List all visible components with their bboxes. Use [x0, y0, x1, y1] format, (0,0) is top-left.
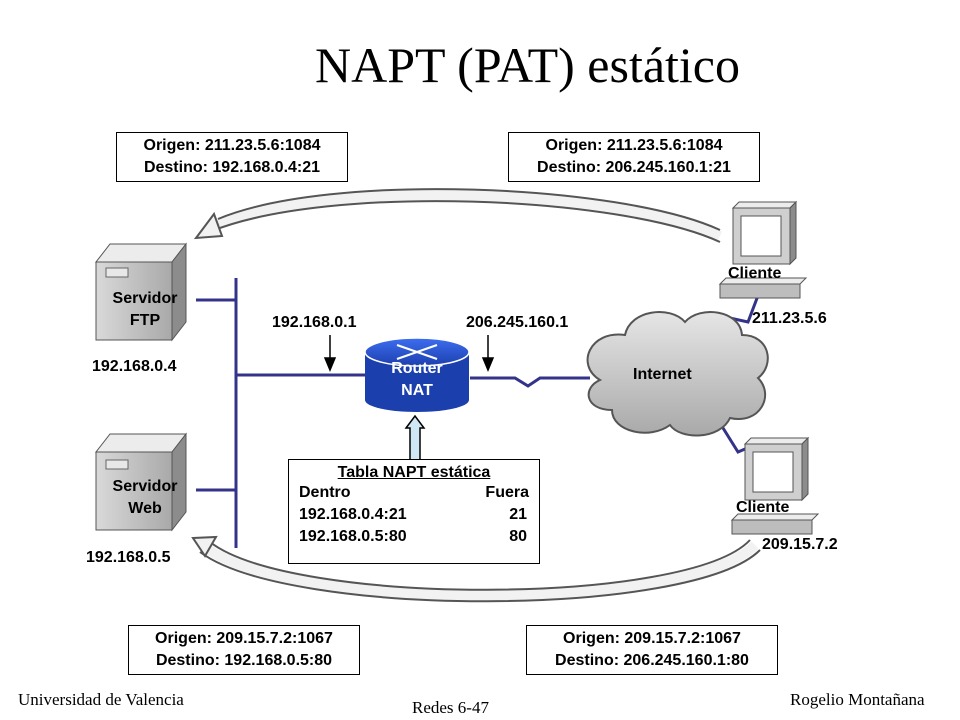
- ftp-server-ip: 192.168.0.4: [92, 358, 177, 375]
- packet-destination: Destino: 206.245.160.1:80: [555, 652, 749, 669]
- client-pc-top-icon: [718, 200, 808, 299]
- ftp-server-name: Servidor FTP: [100, 288, 190, 332]
- packet-box-top-left: Origen: 211.23.5.6:1084 Destino: 192.168…: [116, 132, 348, 182]
- napt-row-inside: 192.168.0.5:80: [299, 528, 407, 545]
- napt-row-inside: 192.168.0.4:21: [299, 506, 407, 523]
- web-server-label-line2: Web: [128, 500, 162, 517]
- client-top-label: Cliente: [728, 265, 782, 282]
- packet-origin: Origen: 211.23.5.6:1084: [545, 137, 723, 154]
- internet-label: Internet: [633, 366, 692, 383]
- client-pc-bottom-icon: [730, 436, 820, 535]
- ftp-server-label-line2: FTP: [129, 312, 161, 329]
- packet-destination: Destino: 206.245.160.1:21: [537, 159, 731, 176]
- router-label-line2: NAT: [401, 382, 433, 399]
- router-outside-ip: 206.245.160.1: [466, 314, 569, 331]
- packet-destination: Destino: 192.168.0.4:21: [143, 159, 321, 176]
- internet-cloud-icon: [586, 311, 769, 437]
- napt-table-header: Dentro Fuera: [289, 482, 539, 504]
- client-bottom-ip: 209.15.7.2: [762, 536, 838, 553]
- napt-row-outside: 80: [509, 528, 527, 545]
- ftp-server-icon: [94, 242, 188, 342]
- interface-pointer-outside: [481, 335, 495, 372]
- napt-table-row: 192.168.0.4:21 21: [289, 504, 539, 526]
- napt-header-inside: Dentro: [299, 484, 351, 501]
- flow-arrow-bottom: [191, 535, 761, 603]
- flow-arrow-top: [193, 188, 723, 243]
- router-label-line1: Router: [391, 360, 443, 377]
- web-server-ip: 192.168.0.5: [86, 549, 171, 566]
- client-bottom-label: Cliente: [736, 499, 790, 516]
- router-icon: [364, 337, 470, 412]
- napt-header-outside: Fuera: [485, 484, 529, 501]
- packet-origin: Origen: 209.15.7.2:1067: [155, 630, 333, 647]
- napt-table-title: Tabla NAPT estática: [337, 464, 491, 481]
- packet-origin: Origen: 211.23.5.6:1084: [143, 137, 321, 154]
- client-top-ip: 211.23.5.6: [752, 310, 827, 327]
- table-to-router-arrow: [404, 414, 426, 461]
- napt-table-row: 192.168.0.5:80 80: [289, 526, 539, 548]
- packet-box-bottom-left: Origen: 209.15.7.2:1067 Destino: 192.168…: [128, 625, 360, 675]
- ftp-server-label-line1: Servidor: [112, 290, 178, 307]
- footer-right: Rogelio Montañana: [790, 690, 925, 709]
- interface-pointer-inside: [323, 335, 337, 372]
- footer-left: Universidad de Valencia: [18, 690, 184, 709]
- packet-destination: Destino: 192.168.0.5:80: [155, 652, 333, 669]
- web-server-icon: [94, 432, 188, 532]
- router-name: Router NAT: [372, 358, 462, 402]
- wan-link: [470, 376, 590, 388]
- page-title: NAPT (PAT) estático: [315, 37, 740, 93]
- packet-box-bottom-right: Origen: 209.15.7.2:1067 Destino: 206.245…: [526, 625, 778, 675]
- web-server-label-line1: Servidor: [112, 478, 178, 495]
- packet-origin: Origen: 209.15.7.2:1067: [563, 630, 741, 647]
- napt-table: Tabla NAPT estática Dentro Fuera 192.168…: [288, 459, 540, 564]
- napt-row-outside: 21: [509, 506, 527, 523]
- router-inside-ip: 192.168.0.1: [272, 314, 357, 331]
- lan-segment: [196, 278, 365, 548]
- footer-center: Redes 6-47: [412, 698, 489, 717]
- packet-box-top-right: Origen: 211.23.5.6:1084 Destino: 206.245…: [508, 132, 760, 182]
- web-server-name: Servidor Web: [100, 476, 190, 520]
